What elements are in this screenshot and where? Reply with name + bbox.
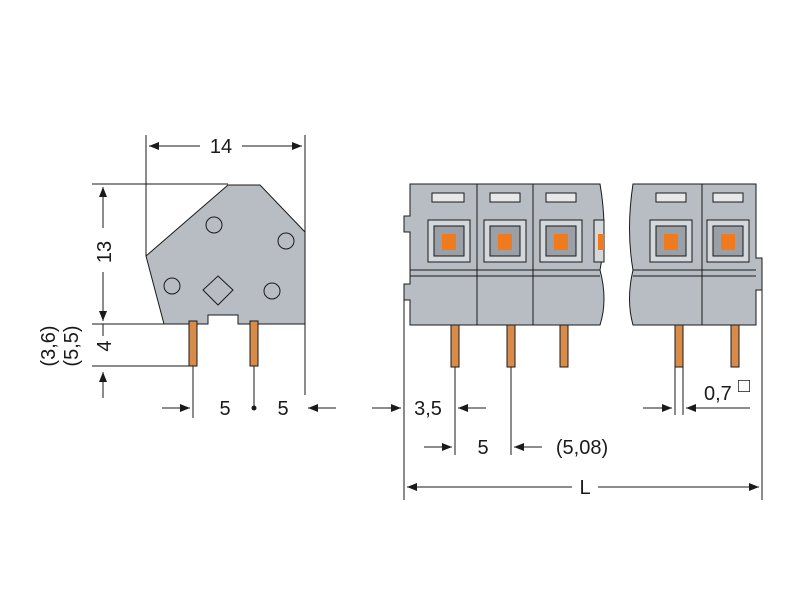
side-hole-1: [205, 216, 223, 234]
front-pin-5: [730, 324, 740, 368]
dim-pin-length: 4: [94, 340, 116, 351]
side-dimensions: 14 13 4 (3,6) (5,5) 5 5: [38, 135, 336, 420]
dim-edge-offset: 3,5: [414, 398, 442, 420]
side-pin-2: [249, 320, 259, 367]
dim-pitch-alt: (5,08): [556, 437, 608, 459]
slot-top-4: [655, 192, 687, 203]
actuator-4: [649, 219, 693, 263]
front-pin-3: [559, 324, 569, 368]
dim-side-pitch-left: 5: [219, 398, 230, 420]
dim-height-body: 13: [94, 241, 116, 263]
side-view: [145, 184, 306, 367]
front-dimensions: 3,5 5 (5,08) 0,7 □ L: [372, 290, 763, 500]
actuator-5: [706, 219, 750, 263]
side-hole-3: [163, 277, 181, 295]
dim-side-pitch-right: 5: [277, 398, 288, 420]
side-hole-4: [263, 282, 281, 300]
dim-pin-alt-1: (3,6): [38, 325, 60, 366]
slot-top-1: [431, 192, 465, 203]
side-pin-1: [188, 320, 198, 367]
side-housing: [145, 184, 306, 325]
actuator-partial: [593, 219, 605, 263]
slot-top-2: [489, 192, 521, 203]
dim-pin-width: 0,7: [704, 383, 732, 405]
front-housing-right: [629, 183, 763, 326]
slot-top-3: [545, 192, 577, 203]
front-pin-1: [450, 324, 460, 368]
slot-top-5: [712, 192, 744, 203]
side-pitch-dot: [251, 405, 257, 411]
actuator-3: [539, 219, 583, 263]
front-pin-4: [674, 324, 684, 368]
dim-pin-width-unit: □: [738, 375, 750, 397]
actuator-2: [483, 219, 527, 263]
dim-total-length: L: [579, 477, 590, 499]
front-view: [403, 183, 763, 368]
dim-pitch: 5: [477, 437, 488, 459]
dim-pin-alt-2: (5,5): [61, 325, 83, 366]
front-pin-2: [506, 324, 516, 368]
dim-width-top: 14: [210, 136, 232, 158]
side-hole-2: [277, 232, 295, 250]
side-diamond: [202, 275, 234, 306]
actuator-1: [427, 219, 471, 263]
